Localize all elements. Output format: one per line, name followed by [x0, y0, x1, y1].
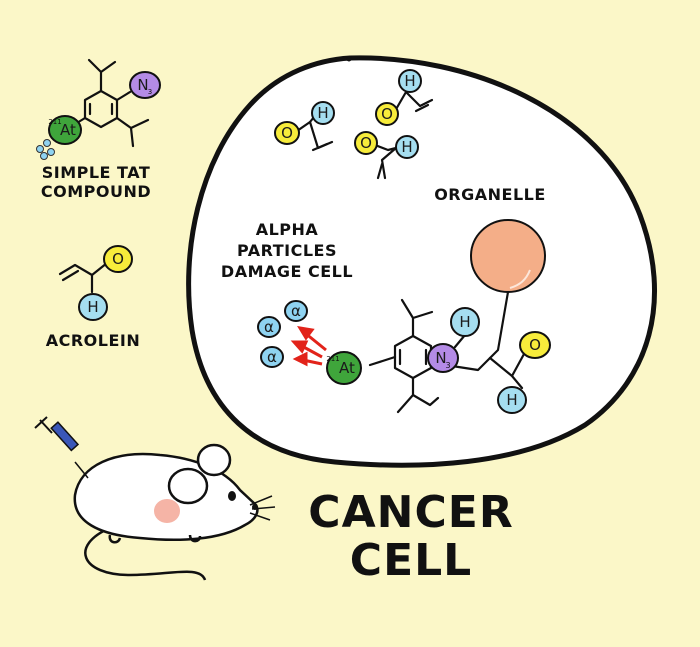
bound-tat-compound: H N 3 O H 211 At	[326, 290, 551, 414]
acrolein-molecule-1: O H	[274, 101, 335, 152]
svg-text:α: α	[264, 318, 274, 336]
svg-text:At: At	[339, 359, 355, 377]
svg-text:CELL: CELL	[350, 535, 472, 586]
svg-text:O: O	[360, 134, 372, 152]
acrolein-molecule-3: O H	[354, 131, 419, 180]
svg-text:CANCER: CANCER	[308, 487, 513, 538]
svg-text:H: H	[506, 391, 517, 409]
svg-text:SIMPLE TAT: SIMPLE TAT	[42, 163, 151, 182]
svg-text:O: O	[381, 105, 393, 123]
svg-text:N: N	[137, 76, 148, 94]
svg-text:PARTICLES: PARTICLES	[237, 241, 337, 260]
svg-text:H: H	[87, 298, 98, 316]
acrolein-legend-molecule: O H	[58, 245, 133, 321]
cancer-cell	[186, 55, 658, 468]
svg-text:ALPHA: ALPHA	[256, 220, 319, 239]
svg-text:α: α	[291, 302, 301, 320]
acrolein-molecule-2: O H	[375, 69, 434, 126]
svg-text:H: H	[404, 72, 415, 90]
svg-text:O: O	[281, 124, 293, 142]
svg-text:O: O	[529, 336, 541, 354]
svg-text:N: N	[435, 349, 446, 367]
svg-text:α: α	[267, 348, 277, 366]
alpha-particles-label: ALPHA PARTICLES DAMAGE CELL	[221, 220, 353, 281]
acrolein-label: ACROLEIN	[46, 331, 141, 350]
svg-text:H: H	[317, 104, 328, 122]
svg-text:H: H	[401, 138, 412, 156]
svg-text:211: 211	[326, 355, 339, 363]
mouse	[73, 443, 276, 581]
simple-tat-compound: N 3 211 At	[36, 58, 161, 160]
svg-text:211: 211	[48, 118, 61, 126]
simple-tat-label: SIMPLE TAT COMPOUND	[41, 163, 151, 201]
alpha-arrows	[290, 325, 327, 367]
svg-text:At: At	[60, 121, 76, 139]
svg-text:COMPOUND: COMPOUND	[41, 182, 151, 201]
svg-text:3: 3	[148, 88, 152, 96]
organelle-label: ORGANELLE	[434, 185, 546, 204]
svg-text:3: 3	[445, 361, 450, 370]
svg-text:O: O	[112, 250, 124, 268]
svg-text:H: H	[459, 313, 470, 331]
alpha-particles: α α α	[257, 300, 308, 368]
syringe-icon	[34, 416, 89, 479]
svg-text:DAMAGE CELL: DAMAGE CELL	[221, 262, 353, 281]
cancer-cell-title: CANCER CELL	[308, 487, 513, 586]
